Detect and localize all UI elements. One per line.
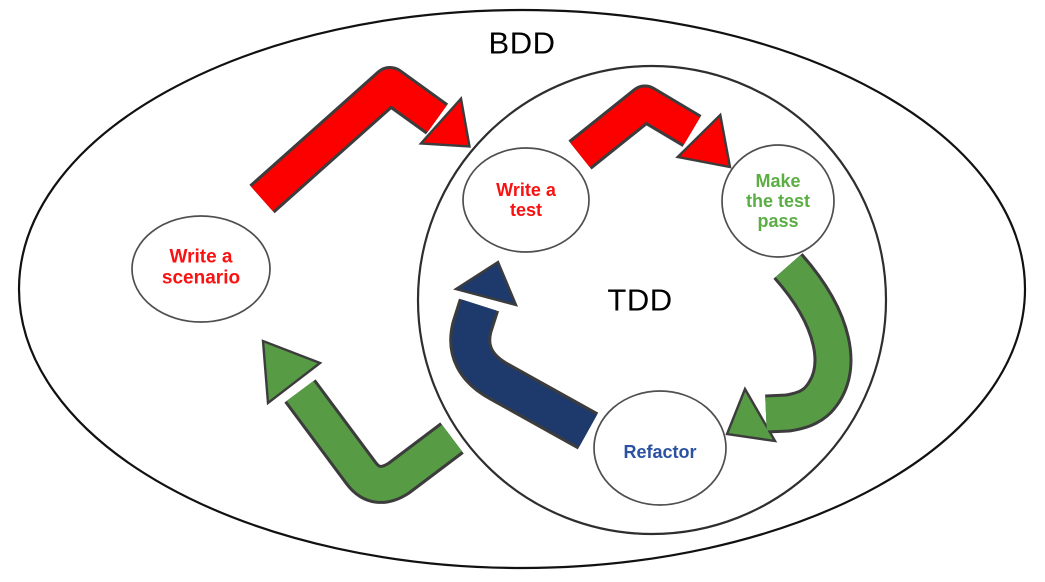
node-label-write-scenario: Write a scenario xyxy=(161,246,241,289)
arrow-pass-to-refactor-icon xyxy=(725,253,853,443)
arrow-scenario-to-test-icon xyxy=(249,66,471,214)
node-label-refactor: Refactor xyxy=(623,441,697,462)
tdd-zone-label: TDD xyxy=(607,282,673,318)
node-circle-write-test xyxy=(462,147,590,253)
node-circle-make-test-pass xyxy=(721,144,835,258)
arrow-test-to-pass-icon xyxy=(568,84,732,170)
arrow-refactor-to-test-icon xyxy=(449,260,599,450)
arrow-refactor-to-scenario-icon xyxy=(261,339,464,504)
node-label-write-test: Write a test xyxy=(496,179,556,220)
bdd-zone-label: BDD xyxy=(488,25,556,61)
node-label-make-test-pass: Make the test pass xyxy=(745,170,811,232)
node-circle-write-scenario xyxy=(131,215,271,323)
node-circle-refactor xyxy=(593,390,727,506)
